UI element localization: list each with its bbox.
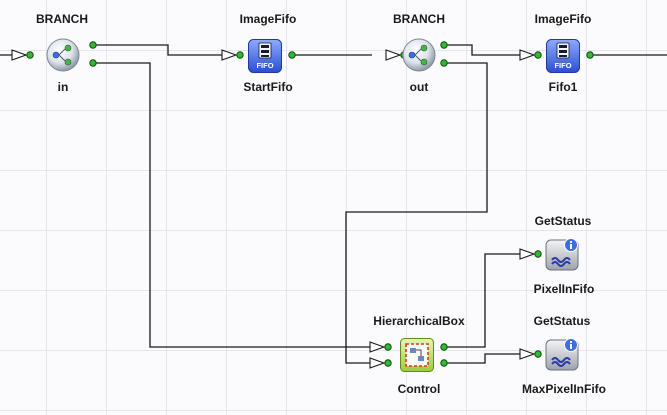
port (534, 51, 542, 59)
branch-icon[interactable] (401, 37, 437, 73)
node-type-label: HierarchicalBox (373, 314, 465, 328)
branch-icon[interactable] (45, 37, 81, 73)
input-arrow (221, 49, 238, 61)
node-type-label: ImageFifo (534, 12, 592, 26)
wire-in-to-startfifo (93, 44, 225, 56)
node-name-label: Fifo1 (548, 80, 578, 94)
ports (26, 41, 594, 367)
input-arrow (519, 248, 536, 260)
wire-out-to-control (345, 62, 488, 364)
port (26, 51, 34, 59)
node-type-label: BRANCH (393, 12, 445, 26)
input-arrows (11, 49, 536, 369)
fifo-icon[interactable]: FIFO (545, 38, 581, 74)
port (440, 41, 448, 49)
fifo-icon[interactable]: FIFO (247, 38, 283, 74)
input-arrow (11, 49, 28, 61)
wire-control-to-maxpixelinfifo (444, 353, 522, 364)
input-arrow (519, 49, 536, 61)
port (534, 350, 542, 358)
node-name-label: out (409, 80, 429, 94)
node-name-label: in (57, 80, 69, 94)
node-name-label: Control (397, 382, 441, 396)
wire-control-to-pixelinfifo (444, 253, 522, 348)
wires (0, 44, 667, 364)
node-type-label: GetStatus (533, 314, 591, 328)
port (89, 59, 97, 67)
input-arrow (369, 341, 386, 353)
port (384, 359, 392, 367)
input-arrow (385, 49, 402, 61)
input-arrow (519, 348, 536, 360)
port (440, 359, 448, 367)
node-name-label: MaxPixelInFifo (521, 382, 607, 396)
port (288, 51, 296, 59)
wire-out-to-fifo1 (444, 44, 522, 56)
node-type-label: BRANCH (36, 12, 88, 26)
port (440, 59, 448, 67)
port (89, 41, 97, 49)
node-name-label: PixelInFifo (533, 282, 595, 296)
fifo-badge: FIFO (554, 61, 571, 70)
node-type-label: ImageFifo (239, 12, 297, 26)
wire-in-to-control (93, 62, 370, 348)
port (384, 343, 392, 351)
hierarchical-box-icon[interactable] (399, 337, 435, 373)
port (236, 51, 244, 59)
getstatus-icon[interactable] (544, 336, 580, 372)
node-name-label: StartFifo (243, 80, 293, 94)
getstatus-icon[interactable] (544, 236, 580, 272)
input-arrow (369, 357, 386, 369)
fifo-badge: FIFO (256, 61, 273, 70)
node-type-label: GetStatus (534, 214, 592, 228)
port (534, 250, 542, 258)
port (586, 51, 594, 59)
port (440, 343, 448, 351)
